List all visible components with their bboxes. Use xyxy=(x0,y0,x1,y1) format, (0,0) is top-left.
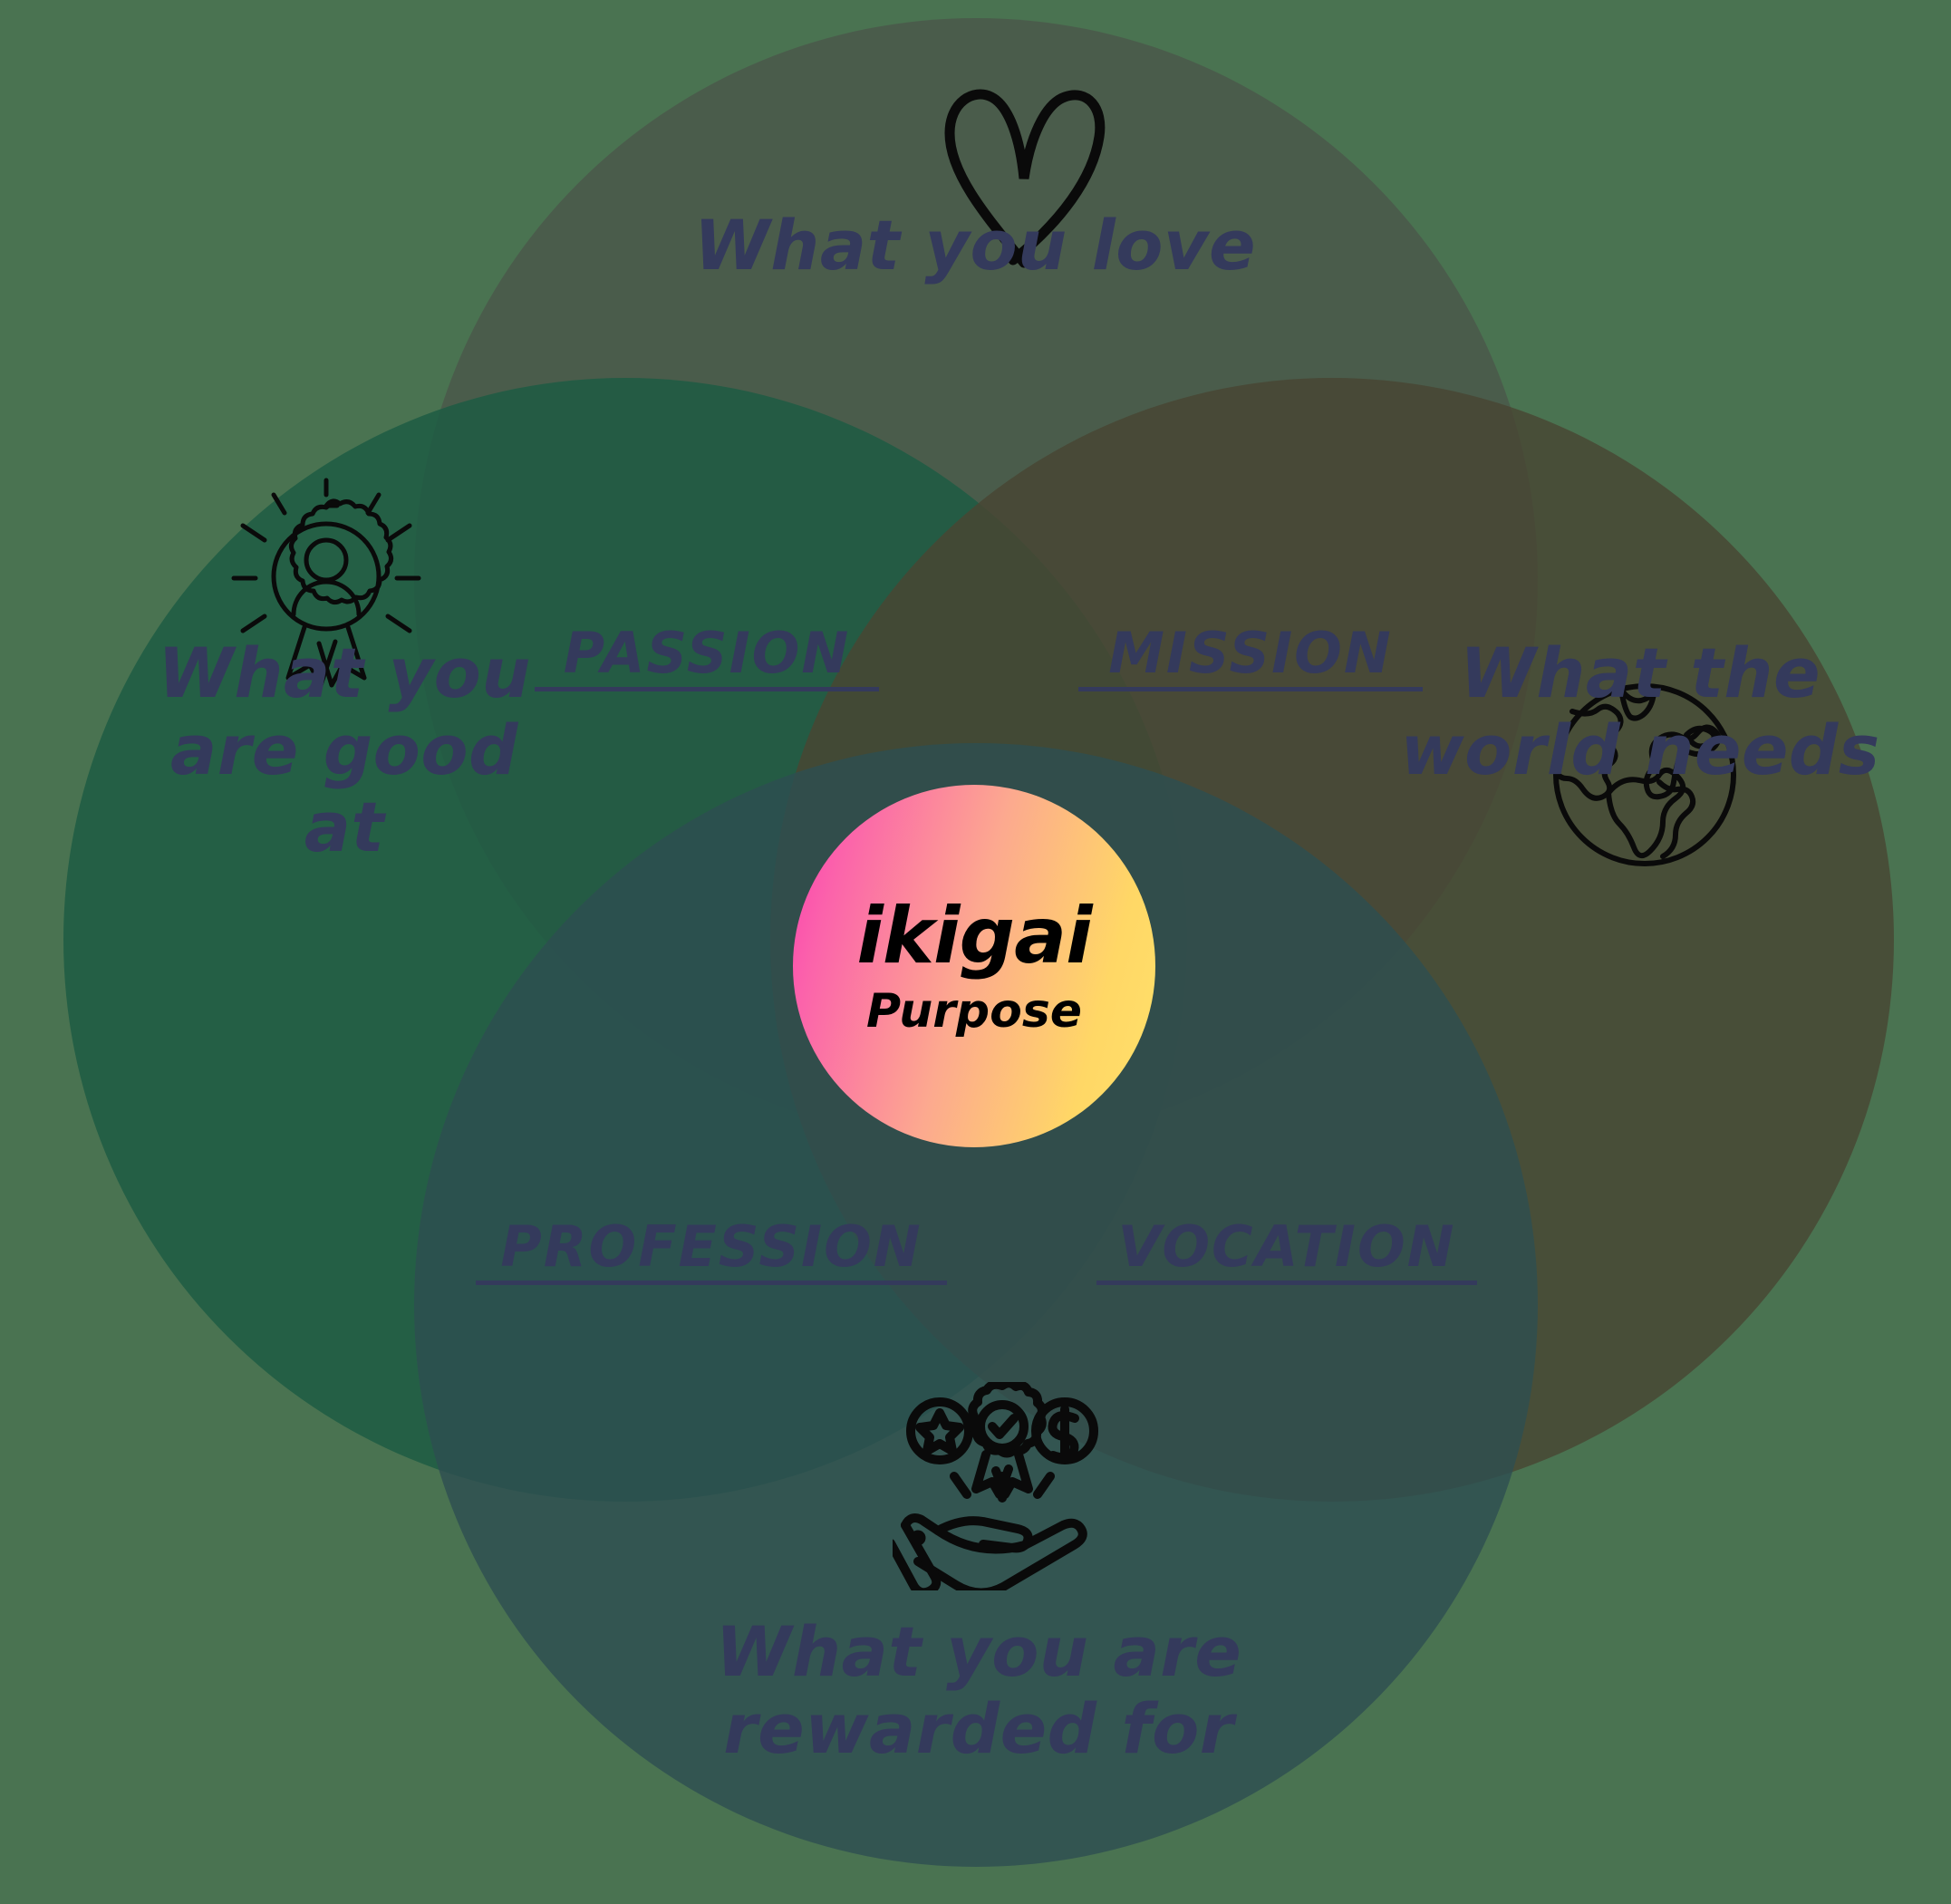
label-what-the-world-needs: What the world needs xyxy=(1400,633,1880,791)
label-mission: MISSION xyxy=(1078,625,1423,691)
globe-icon xyxy=(1545,675,1744,875)
hand-rewards-icon xyxy=(886,1378,1110,1598)
label-what-you-are-good-at: What you are good at xyxy=(158,633,531,868)
circle-what-you-are-rewarded-for[interactable] xyxy=(414,743,1538,1867)
label-profession: PROFESSION xyxy=(476,1219,947,1285)
award-badge-icon xyxy=(217,471,435,689)
label-what-you-are-rewarded-for: What you are rewarded for xyxy=(715,1611,1242,1770)
heart-icon xyxy=(933,77,1115,272)
label-what-you-love: What you love xyxy=(693,205,1257,285)
label-vocation: VOCATION xyxy=(1096,1219,1477,1285)
ikigai-title: ikigai xyxy=(856,891,1092,981)
label-passion: PASSION xyxy=(535,625,879,691)
ikigai-center-circle[interactable]: ikigai Purpose xyxy=(793,785,1155,1147)
ikigai-subtitle: Purpose xyxy=(865,984,1083,1039)
